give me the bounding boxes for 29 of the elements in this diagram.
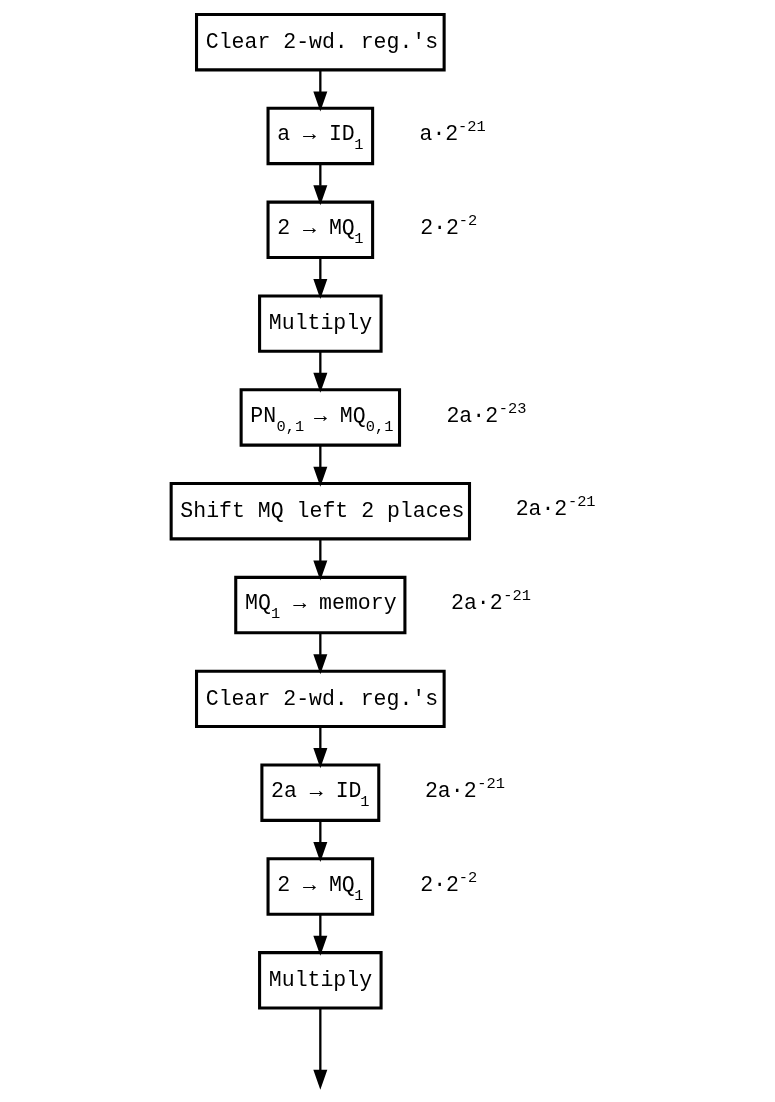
arrow bbox=[312, 1008, 327, 1090]
node-box: 2a → ID$_{1}$ bbox=[259, 763, 380, 822]
node-box: Multiply bbox=[257, 951, 383, 1010]
arrow bbox=[312, 820, 327, 862]
node-label: 2a·2$^{-21}$ bbox=[424, 774, 505, 803]
node-box: Multiply bbox=[257, 294, 383, 353]
node-label: 2·2$^{-2}$ bbox=[419, 211, 477, 240]
arrow bbox=[312, 445, 327, 487]
arrow bbox=[312, 632, 327, 675]
node-label: 2·2$^{-2}$ bbox=[419, 868, 477, 897]
node-box: Clear 2-wd. reg.'s bbox=[194, 12, 446, 72]
node-label: 2a·2$^{-21}$ bbox=[515, 493, 596, 522]
node-box: 2 → MQ$_{1}$ bbox=[266, 857, 374, 916]
node-box: 2 → MQ$_{1}$ bbox=[266, 200, 374, 259]
arrow bbox=[312, 163, 327, 206]
node-box: Shift MQ left 2 places bbox=[169, 482, 471, 541]
node-box: Clear 2-wd. reg.'s bbox=[194, 669, 446, 729]
node-label: 2a·2$^{-21}$ bbox=[450, 587, 531, 616]
arrow bbox=[312, 69, 327, 112]
node-box: a → ID$_{1}$ bbox=[266, 106, 374, 166]
arrow bbox=[312, 539, 327, 581]
node-label: 2a·2$^{-23}$ bbox=[445, 399, 526, 428]
arrow bbox=[312, 351, 327, 393]
arrow bbox=[312, 726, 327, 769]
node-box: MQ$_{1}$ → memory bbox=[233, 575, 406, 635]
arrow bbox=[312, 257, 327, 300]
node-box: PN$_{0,1}$ → MQ$_{0,1}$ bbox=[239, 388, 401, 447]
arrow bbox=[312, 914, 327, 956]
node-label: a·2$^{-21}$ bbox=[419, 118, 486, 147]
